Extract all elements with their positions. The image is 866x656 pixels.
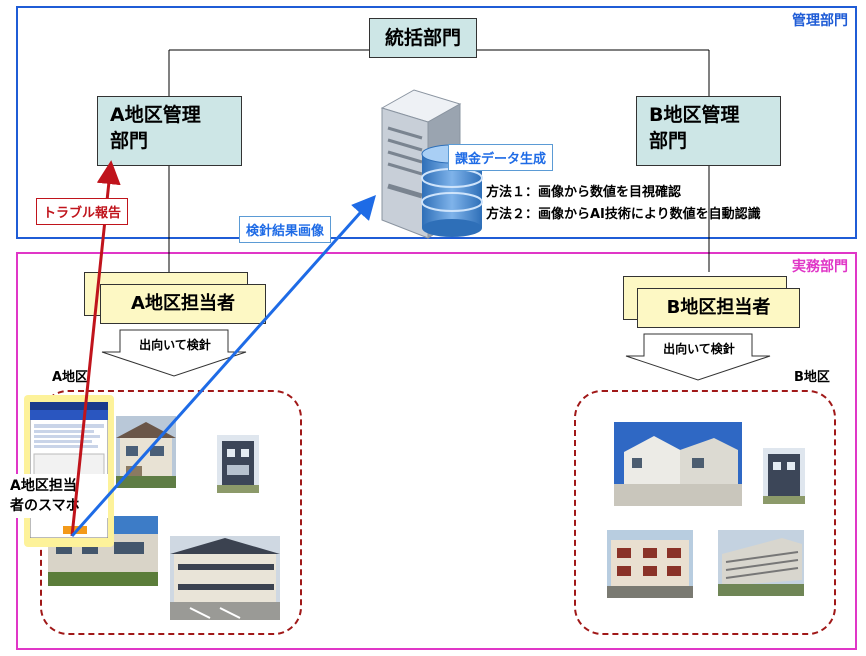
dept-a-label-line1: A地区管理: [110, 104, 201, 126]
person-b-label: B地区担当者: [666, 297, 771, 318]
meter-image-arrow: [70, 195, 376, 537]
dept-a-label-line2: 部門: [110, 129, 149, 152]
apartment-photo-b2: [718, 530, 804, 596]
dept-b-box: B地区管理 部門: [636, 96, 781, 166]
go-meter-label-a: 出向いて検針: [139, 338, 211, 352]
go-meter-label-b: 出向いて検針: [663, 342, 735, 356]
trouble-report-label: トラブル報告: [36, 198, 129, 225]
area-a-label: A地区: [52, 370, 89, 385]
headquarters-box: 統括部門: [369, 18, 477, 58]
method-2-text: 方法２：画像からAI技術により数値を自動認識: [486, 207, 761, 222]
apartment-photo-b1: [607, 530, 693, 598]
management-section-label: 管理部門: [792, 13, 848, 29]
person-a-label: A地区担当者: [131, 293, 235, 314]
person-b-box: B地区担当者: [637, 288, 800, 328]
operations-section-label: 実務部門: [792, 259, 848, 275]
go-meter-arrow-a: [101, 329, 247, 377]
house-photo-a3: [48, 516, 158, 586]
smartphone-frame: [24, 395, 114, 547]
person-a-box: A地区担当者: [100, 284, 266, 324]
billing-data-tag: 課金データ生成: [448, 144, 554, 171]
smartphone-caption-line2: 者のスマホ: [10, 498, 80, 514]
dept-b-label-line2: 部門: [649, 129, 688, 152]
dept-b-label-line1: B地区管理: [649, 104, 740, 126]
meter-image-label: 検針結果画像: [239, 216, 332, 243]
house-photo-b2: [763, 448, 805, 504]
house-photo-b1: [614, 422, 742, 506]
method-1-text: 方法１：画像から数値を目視確認: [486, 185, 682, 200]
trouble-report-arrow: [70, 160, 121, 537]
dept-a-box: A地区管理 部門: [97, 96, 242, 166]
area-b-frame: [574, 390, 836, 635]
headquarters-label: 統括部門: [384, 27, 461, 49]
management-section: [16, 6, 857, 239]
area-b-label: B地区: [794, 370, 830, 385]
house-photo-a2: [217, 435, 259, 493]
go-meter-arrow-b: [625, 333, 771, 381]
operations-section: [16, 252, 857, 650]
apartment-photo-a: [170, 536, 280, 620]
smartphone-caption: A地区担当 者のスマホ: [8, 474, 108, 518]
smartphone-caption-line1: A地区担当: [10, 478, 77, 494]
